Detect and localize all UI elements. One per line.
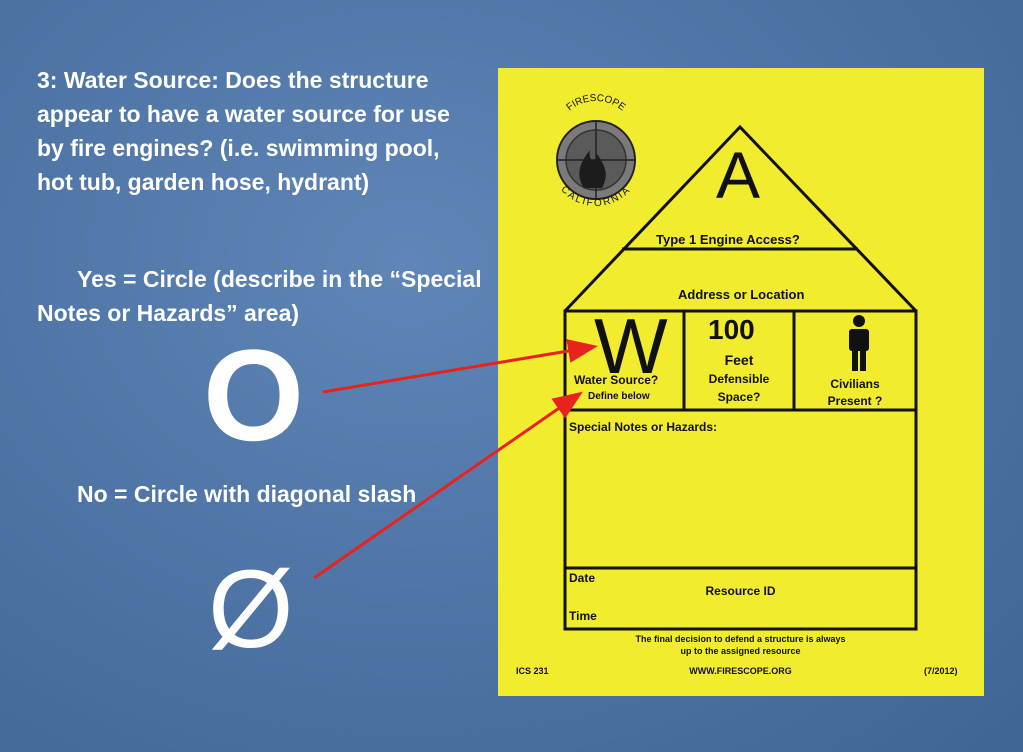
defensible-label: Defensible [708,372,770,386]
person-icon [849,315,869,371]
house-outline [563,124,918,631]
feet-label: Feet [724,352,754,368]
water-source-label: Water Source? [574,373,659,387]
time-label: Time [569,609,597,623]
question-text: 3: Water Source: Does the structure appe… [37,67,450,195]
present-label: Present ? [827,394,883,408]
date-label: Date [569,571,596,585]
arrow-circle-to-w [322,339,598,394]
circle-symbol: O [203,322,305,468]
footer-disclaimer-line2: up to the assigned resource [680,646,801,656]
footer-disclaimer-line1: The final decision to defend a structure… [635,634,846,644]
form-code: ICS 231 [516,666,549,676]
arrow-slash-to-water-source [313,391,583,580]
distance-value: 100 [708,314,755,345]
special-notes-label: Special Notes or Hazards: [569,420,718,434]
space-label: Space? [717,390,761,404]
version-text: (7/2012) [924,666,958,676]
resource-id-label: Resource ID [705,584,776,598]
civilians-label: Civilians [830,377,880,391]
form-outline: FIRESCOPE CALIFORNIA [556,93,918,631]
address-label: Address or Location [678,287,805,302]
define-below-label: Define below [588,391,650,402]
yes-text: Yes = Circle (describe in the “Special N… [37,266,482,326]
engine-access-label: Type 1 Engine Access? [656,232,800,247]
access-letter: A [716,138,761,212]
water-letter: W [594,302,668,390]
website-text: WWW.FIRESCOPE.ORG [689,666,792,676]
ics231-form-card: FIRESCOPE CALIFORNIA A Type 1 Engine Acc… [498,68,984,696]
slashed-circle-symbol: Ø [208,548,294,671]
no-text: No = Circle with diagonal slash [77,481,417,507]
